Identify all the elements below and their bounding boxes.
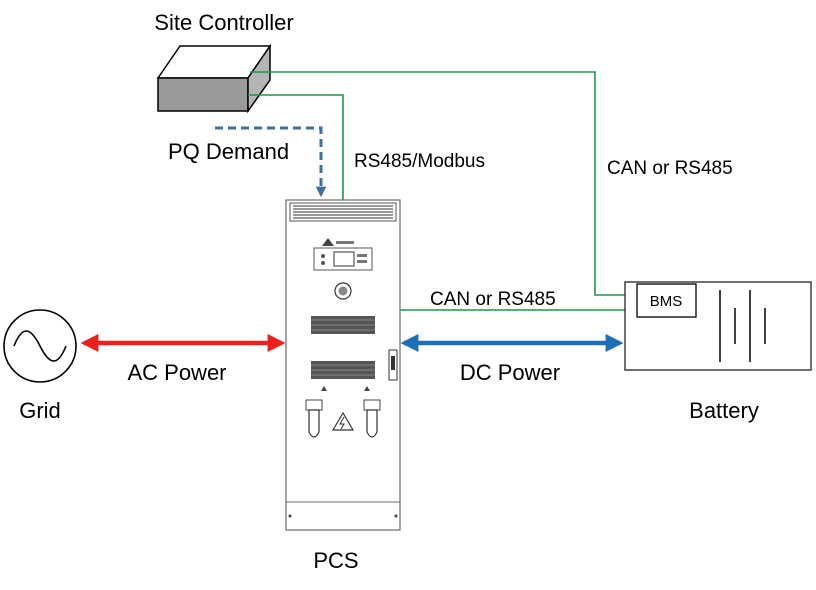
site-controller-label: Site Controller [154, 10, 293, 35]
pcs-label: PCS [313, 548, 358, 573]
pcs-cabinet [285, 199, 401, 531]
grid-label: Grid [19, 398, 61, 423]
bms-box [636, 283, 697, 318]
rs485-modbus-line [248, 94, 344, 200]
can-rs485-mid-label: CAN or RS485 [430, 289, 556, 310]
grid-symbol [3, 309, 77, 383]
pq-demand-label: PQ Demand [168, 139, 289, 164]
can-rs485-top-label: CAN or RS485 [607, 158, 733, 179]
comm-lines [248, 71, 637, 311]
bms-label: BMS [650, 293, 683, 310]
ac-power-label: AC Power [127, 360, 226, 385]
rs485-modbus-label: RS485/Modbus [354, 151, 485, 172]
can-rs485-controller-bms-line [250, 71, 637, 296]
battery-label: Battery [689, 398, 759, 423]
pq-demand-arrow [215, 126, 327, 198]
site-controller-device [156, 43, 272, 114]
dc-power-label: DC Power [460, 360, 560, 385]
